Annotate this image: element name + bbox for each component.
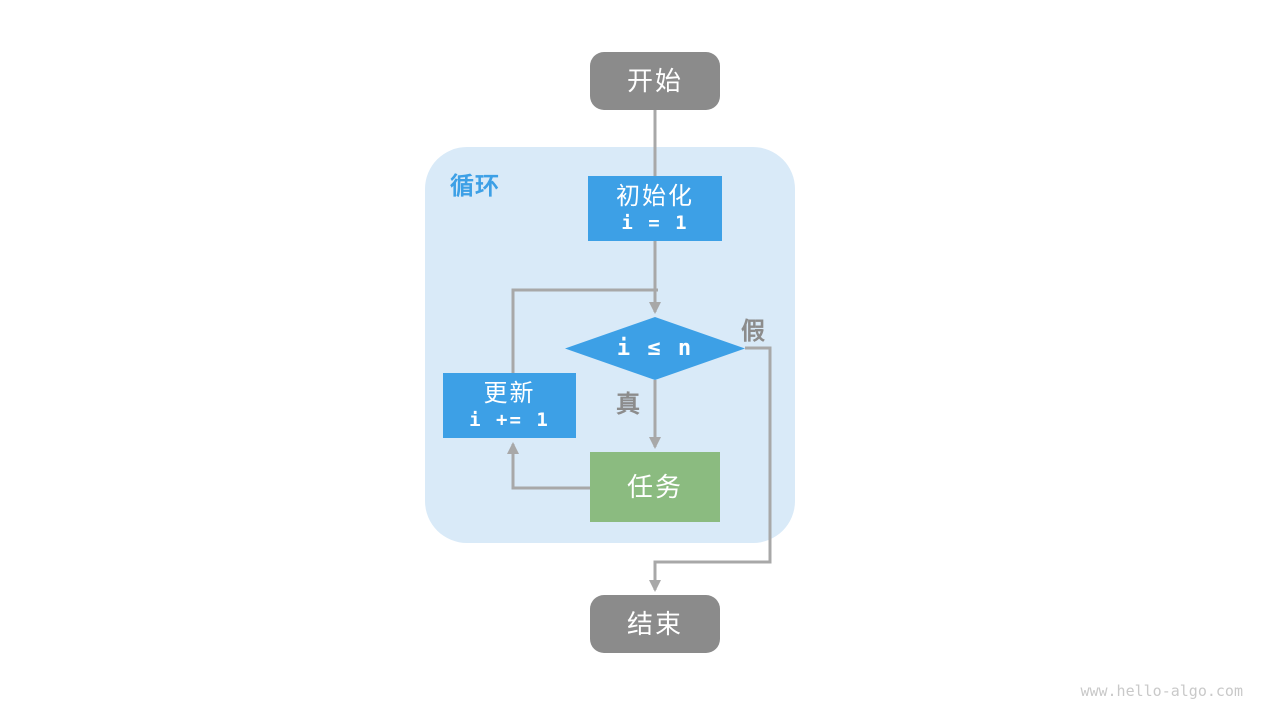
node-start: 开始	[590, 52, 720, 110]
edge-update-to-junction	[511, 288, 658, 374]
node-init: 初始化 i = 1	[588, 176, 722, 241]
node-init-code: i = 1	[621, 211, 689, 234]
node-task: 任务	[590, 452, 720, 522]
node-end-label: 结束	[626, 608, 683, 639]
branch-label-true: 真	[616, 391, 640, 418]
node-update-title: 更新	[483, 379, 536, 407]
node-condition-label: i ≤ n	[616, 335, 694, 361]
node-init-title: 初始化	[616, 182, 694, 210]
node-update: 更新 i += 1	[443, 373, 576, 438]
edge-condition-to-end	[649, 346, 772, 592]
edge-task-to-update	[507, 442, 591, 490]
node-task-label: 任务	[626, 471, 683, 502]
loop-container-label: 循环	[450, 173, 500, 200]
branch-label-false: 假	[741, 318, 765, 345]
watermark-url: www.hello-algo.com	[1080, 682, 1243, 700]
node-start-label: 开始	[626, 65, 683, 96]
node-end: 结束	[590, 595, 720, 653]
node-update-code: i += 1	[469, 408, 550, 431]
